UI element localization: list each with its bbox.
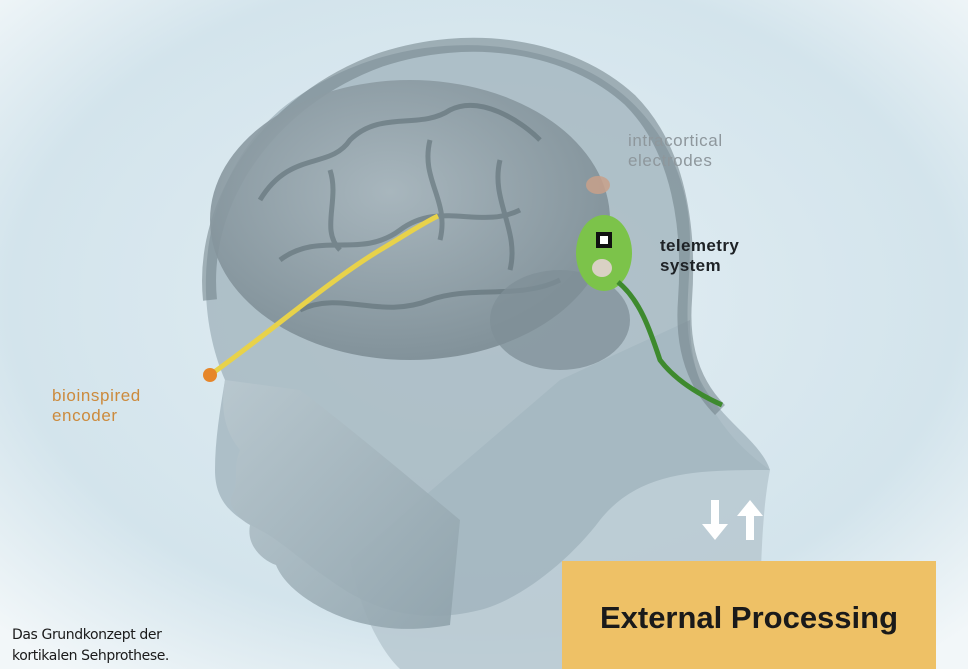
implant: [576, 215, 632, 291]
label-telemetry-system: telemetry system: [660, 236, 739, 276]
down-arrow-icon: [700, 500, 730, 542]
up-arrow-icon: [735, 500, 765, 542]
external-processing-box: External Processing: [562, 561, 936, 669]
electrode-marker: [586, 176, 610, 194]
caption: Das Grundkonzept der kortikalen Sehproth…: [12, 625, 169, 667]
external-processing-label: External Processing: [600, 600, 898, 636]
encoder-dot: [203, 368, 217, 382]
implant-chip-core: [600, 236, 608, 244]
label-intracortical-electrodes: intracortical electrodes: [628, 131, 723, 171]
implant-coil: [592, 259, 612, 277]
label-bioinspired-encoder: bioinspired encoder: [52, 386, 141, 426]
